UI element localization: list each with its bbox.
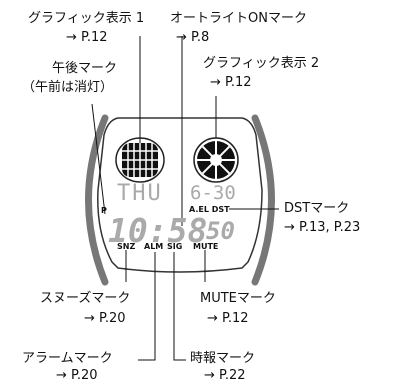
signal-mark-ref: → P.22 [204,368,246,383]
dst-mark-ref: → P.13, P.23 [284,220,361,235]
date-text: 6-30 [190,182,236,204]
pm-mark-note: （午前は消灯） [22,80,114,95]
bezel-right-arc [251,114,275,286]
seconds-text: 50 [206,217,235,245]
indicator-alm: ALM [144,242,164,251]
time-text: 10:58 [108,211,208,250]
graphic-display-2-icon [193,137,239,183]
graphic-display-2-label: グラフィック表示 2 [203,56,320,71]
indicator-snz: SNZ [117,242,136,251]
indicator-mute: MUTE [193,242,219,251]
graphic-display-1-icon [115,137,165,183]
signal-mark-label: 時報マーク [190,351,256,366]
mute-mark-ref: → P.12 [207,311,249,326]
snooze-mark-ref: → P.20 [84,311,126,326]
pm-mark-label: 午後マーク [52,61,118,76]
pm-indicator: P [101,206,107,215]
alarm-mark-label: アラームマーク [22,351,113,366]
graphic-display-1-ref: → P.12 [66,30,108,45]
autolight-label: オートライトONマーク [170,11,307,26]
day-text: THU [117,181,163,206]
mute-mark-label: MUTEマーク [200,291,276,306]
bezel-left-arc [85,114,109,286]
leader-lines [91,36,279,361]
alarm-mark-ref: → P.20 [56,368,98,383]
autolight-ref: → P.8 [176,30,210,45]
graphic-display-1-label: グラフィック表示 1 [28,11,145,26]
indicator-sig: SIG [167,242,183,251]
snooze-mark-label: スヌーズマーク [40,291,131,306]
indicator-autolight-dst: A.EL DST [189,205,230,214]
graphic-display-2-ref: → P.12 [210,75,252,90]
dst-mark-label: DSTマーク [284,201,350,216]
